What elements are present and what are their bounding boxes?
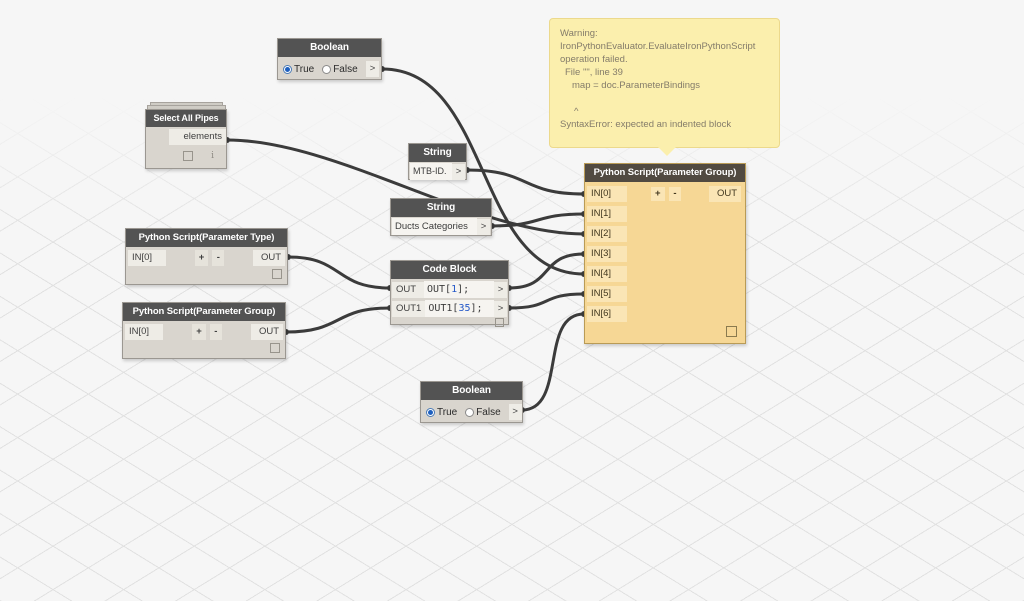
wire-cb-out2-to-in5[interactable] xyxy=(507,292,586,310)
preview-checkbox[interactable] xyxy=(183,151,194,161)
remove-input-button[interactable]: - xyxy=(212,250,225,266)
add-input-button[interactable]: + xyxy=(651,187,665,201)
add-input-button[interactable]: + xyxy=(194,250,209,266)
wire-ducts-string-to-in1[interactable] xyxy=(490,212,586,228)
node-header[interactable]: Select All Pipes xyxy=(146,110,226,127)
node-string-mtb: String MTB-ID. > xyxy=(408,143,467,180)
node-header[interactable]: Python Script(Parameter Type) xyxy=(126,229,287,247)
output-port[interactable]: > xyxy=(452,163,465,180)
input-port-in0[interactable]: IN[0] xyxy=(125,324,163,340)
node-header[interactable]: Python Script(Parameter Group) xyxy=(123,303,285,321)
node-boolean-top: Boolean True False > xyxy=(277,38,382,80)
preview-checkbox[interactable] xyxy=(495,318,504,327)
code-line-1[interactable]: OUT[1]; xyxy=(424,281,494,298)
input-port-in6[interactable]: IN[6] xyxy=(587,306,627,322)
input-port-in2[interactable]: IN[2] xyxy=(587,226,627,242)
input-port-in3[interactable]: IN[3] xyxy=(587,246,627,262)
input-port-in4[interactable]: IN[4] xyxy=(587,266,627,282)
radio-true[interactable]: True xyxy=(426,407,457,418)
node-select-all-pipes: Select All Pipes elements i xyxy=(145,109,227,169)
warning-line: Warning: xyxy=(560,28,598,39)
input-port-out[interactable]: OUT xyxy=(392,281,424,298)
code-line-2[interactable]: OUT1[35]; xyxy=(425,300,494,317)
wire-cb-out1-to-in3[interactable] xyxy=(507,252,586,290)
string-value-input[interactable]: Ducts Categories xyxy=(392,218,477,235)
node-header[interactable]: String xyxy=(409,144,466,162)
node-header[interactable]: Boolean xyxy=(421,382,522,400)
input-port-in0[interactable]: IN[0] xyxy=(128,250,166,266)
wire-pygroup-out-to-cb-out1[interactable] xyxy=(284,306,392,334)
code-text: OUT1[ xyxy=(428,303,459,314)
preview-checkbox[interactable] xyxy=(270,343,280,353)
radio-false-dot xyxy=(465,407,475,417)
output-port-1[interactable]: > xyxy=(494,281,507,298)
warning-line: IronPythonEvaluator.EvaluateIronPythonSc… xyxy=(560,41,756,52)
radio-true[interactable]: True xyxy=(283,64,314,75)
code-number: 35 xyxy=(458,303,471,314)
node-header[interactable]: Python Script(Parameter Group) xyxy=(585,164,745,182)
output-port[interactable]: > xyxy=(508,404,522,420)
radio-true-dot xyxy=(283,64,292,74)
code-number: 1 xyxy=(451,284,458,295)
node-code-block: Code Block OUT OUT[1]; > OUT1 OUT1[35]; … xyxy=(390,260,509,327)
warning-blank-line xyxy=(560,92,769,105)
preview-checkbox[interactable] xyxy=(272,269,282,279)
node-header[interactable]: Code Block xyxy=(391,261,508,279)
output-port-out[interactable]: OUT xyxy=(251,324,283,340)
output-port-elements[interactable]: elements xyxy=(169,129,226,145)
preview-checkbox[interactable] xyxy=(726,326,737,337)
output-port-out[interactable]: OUT xyxy=(253,250,285,266)
warning-line: map = doc.ParameterBindings xyxy=(572,80,701,91)
node-python-parameter-group-main: Python Script(Parameter Group) IN[0] IN[… xyxy=(584,163,746,344)
node-python-parameter-type: Python Script(Parameter Type) IN[0] + - … xyxy=(125,228,288,285)
code-text: ]; xyxy=(470,303,483,314)
output-port[interactable]: > xyxy=(366,61,379,77)
input-port-in5[interactable]: IN[5] xyxy=(587,286,627,302)
node-string-ducts: String Ducts Categories > xyxy=(390,198,492,236)
string-value-input[interactable]: MTB-ID. xyxy=(410,163,452,180)
warning-line: operation failed. xyxy=(560,54,628,65)
warning-tooltip: Warning: IronPythonEvaluator.EvaluateIro… xyxy=(549,18,780,156)
radio-false-label: False xyxy=(333,63,358,75)
warning-caret-line: ^ xyxy=(574,106,579,117)
radio-true-dot xyxy=(426,407,435,417)
code-text: OUT[ xyxy=(427,284,452,295)
output-port-out[interactable]: OUT xyxy=(709,186,741,202)
warning-line: File "", line 39 xyxy=(565,67,623,78)
wire-pytype-out-to-cb-out[interactable] xyxy=(286,255,392,290)
radio-false-label: False xyxy=(476,406,501,418)
input-port-in0[interactable]: IN[0] xyxy=(587,186,627,202)
radio-false[interactable]: False xyxy=(322,63,358,75)
radio-false-dot xyxy=(322,64,332,74)
input-port-in1[interactable]: IN[1] xyxy=(587,206,627,222)
wire-mtb-string-to-in0[interactable] xyxy=(465,168,586,196)
radio-true-label: True xyxy=(294,63,315,75)
radio-true-label: True xyxy=(437,406,458,418)
remove-input-button[interactable]: - xyxy=(209,324,222,340)
node-python-parameter-group-left: Python Script(Parameter Group) IN[0] + -… xyxy=(122,302,286,359)
input-port-out1[interactable]: OUT1 xyxy=(392,300,426,317)
output-port-2[interactable]: > xyxy=(494,300,507,317)
remove-input-button[interactable]: - xyxy=(669,187,681,201)
wire-elements-to-in2[interactable] xyxy=(225,138,586,236)
output-port[interactable]: > xyxy=(477,218,490,235)
add-input-button[interactable]: + xyxy=(192,324,206,340)
code-text: ]; xyxy=(457,284,470,295)
node-header[interactable]: Boolean xyxy=(278,39,381,57)
node-header[interactable]: String xyxy=(391,199,491,217)
node-boolean-bottom: Boolean True False > xyxy=(420,381,523,423)
info-indicator: i xyxy=(211,151,214,161)
radio-false[interactable]: False xyxy=(465,406,501,418)
wire-boolean-bottom-to-in6[interactable] xyxy=(520,312,586,412)
warning-line: SyntaxError: expected an indented block xyxy=(560,119,732,130)
